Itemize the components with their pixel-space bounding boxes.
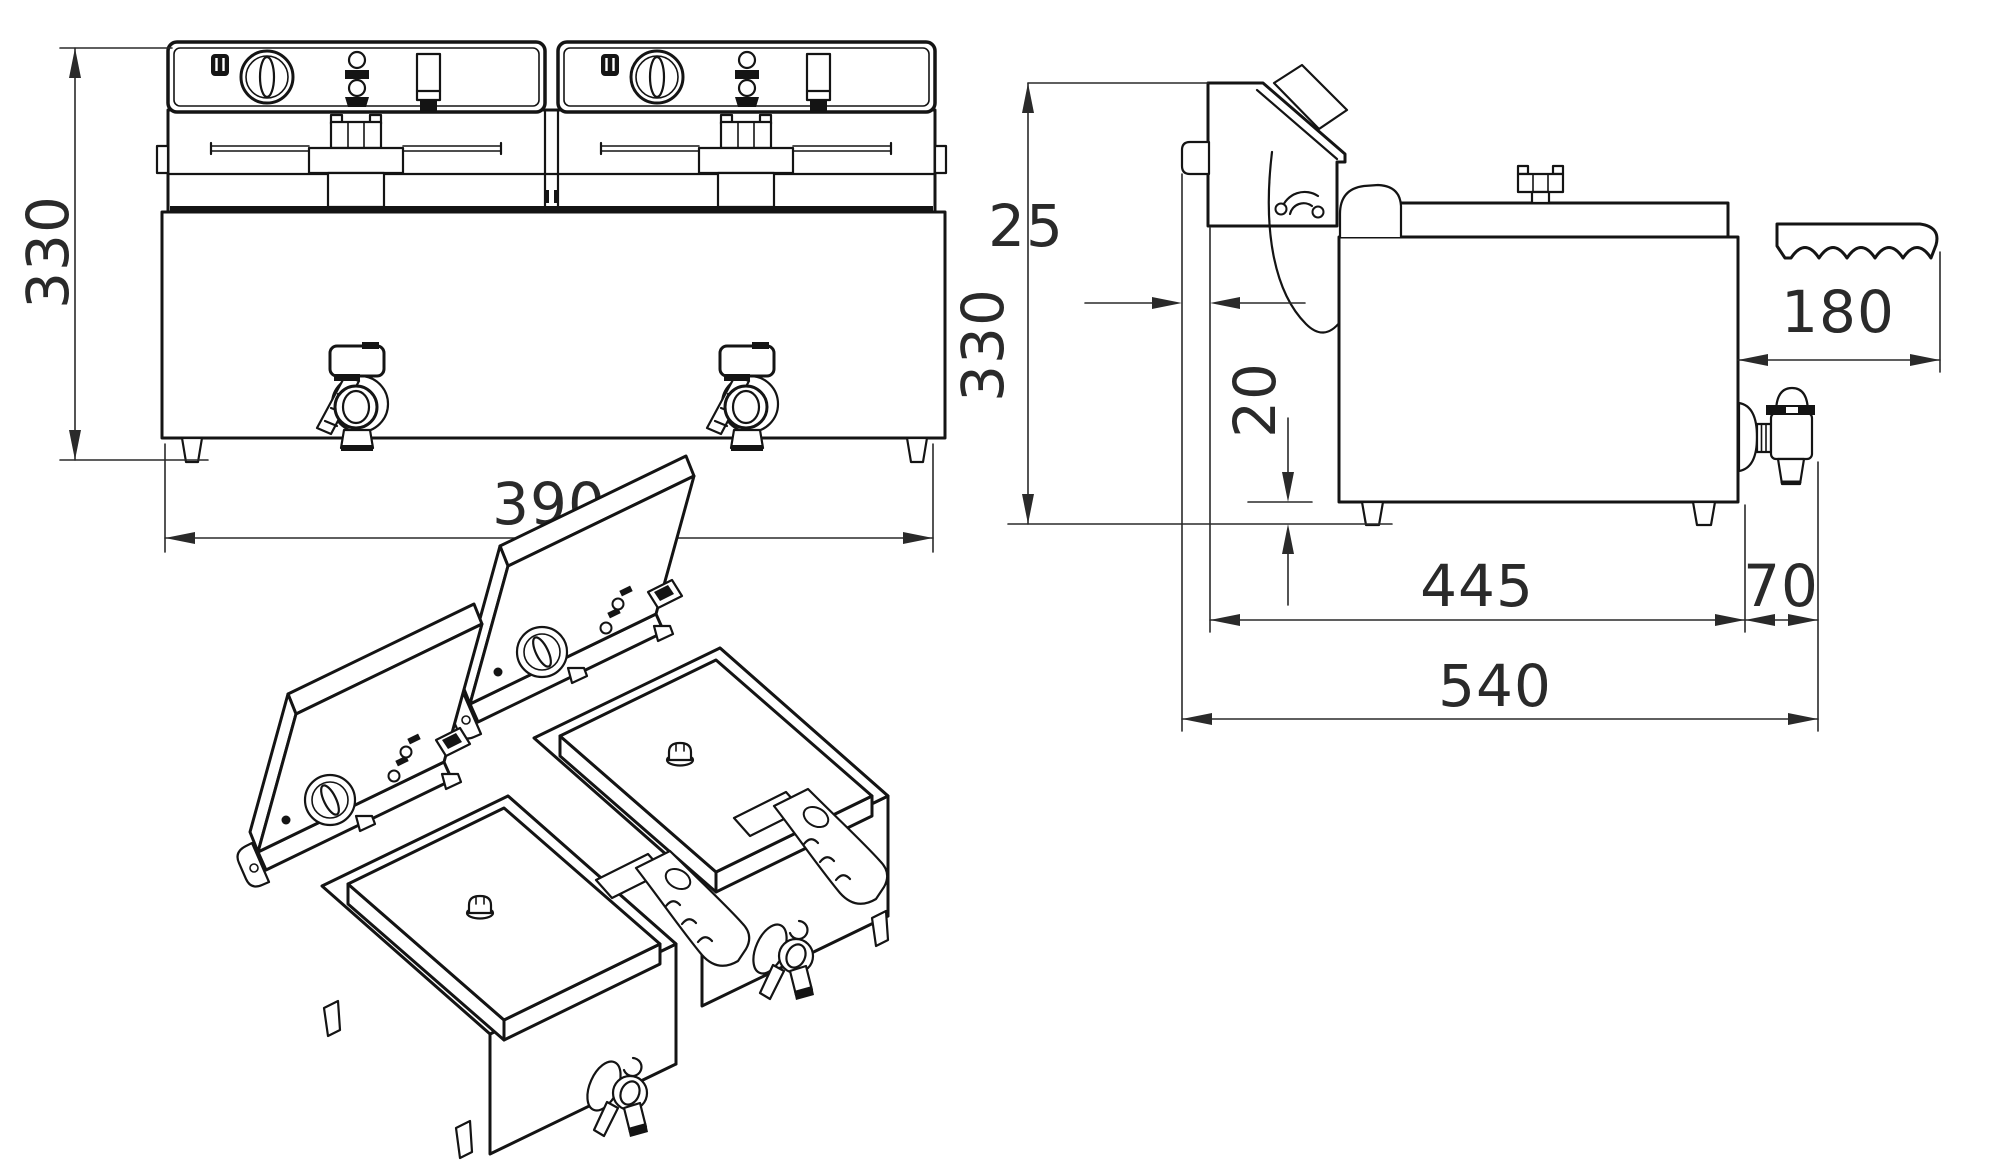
front-foot-right — [905, 436, 929, 464]
iso-lid-knob-far — [665, 741, 695, 767]
dim-side-total-depth: 540 — [1438, 652, 1552, 720]
front-view: 330 390 — [14, 40, 948, 553]
vent-slot — [1272, 63, 1349, 131]
side-view: 330 25 20 180 — [949, 63, 1941, 732]
side-dimensions: 330 25 20 180 — [949, 82, 1941, 732]
front-foot-left — [180, 436, 204, 464]
iso-lid-knob-near — [465, 894, 495, 920]
iso-foot-right — [870, 909, 890, 948]
iso-foot-left — [322, 999, 342, 1038]
front-dimensions: 330 390 — [14, 47, 934, 553]
dim-side-height: 330 — [949, 288, 1017, 402]
front-body — [155, 108, 948, 464]
side-foot-front — [1691, 500, 1717, 527]
side-lid — [1348, 201, 1730, 239]
side-control-head — [1180, 63, 1349, 334]
hand-guard — [1267, 150, 1342, 334]
dim-side-handle-length: 180 — [1781, 278, 1895, 346]
isometric-view — [236, 454, 890, 1160]
dim-side-foot-height: 20 — [1221, 362, 1289, 438]
side-lid-knob — [1516, 164, 1565, 205]
side-drain-tap — [1737, 386, 1815, 486]
rear-bracket — [1180, 140, 1211, 176]
side-basket-handle — [1775, 222, 1939, 260]
side-tank — [1337, 164, 1939, 527]
hinge-tab-right — [933, 144, 948, 175]
hinge-tab-left — [155, 144, 170, 175]
dim-front-height: 330 — [14, 195, 82, 309]
control-panel-right — [556, 40, 937, 114]
dim-side-body-depth: 445 — [1420, 552, 1534, 620]
side-foot-rear — [1360, 500, 1385, 527]
iso-foot-front — [454, 1119, 474, 1160]
dim-side-tap-projection: 70 — [1743, 552, 1819, 620]
dim-side-rear-offset: 25 — [988, 192, 1064, 260]
control-panel-left — [166, 40, 547, 114]
